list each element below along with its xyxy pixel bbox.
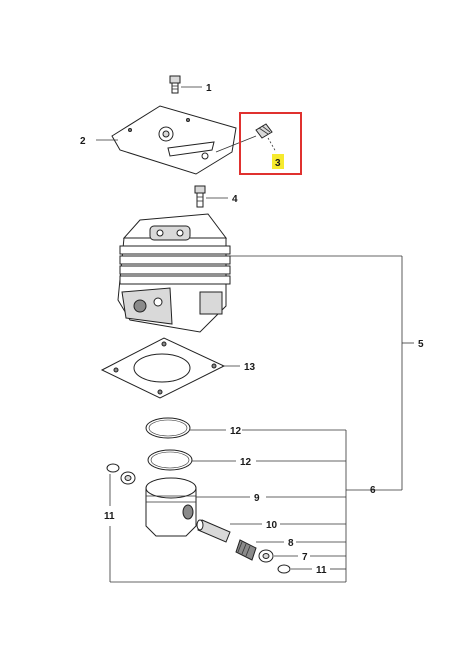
highlight-badge [272, 154, 284, 169]
callout-10: 10 [266, 520, 278, 531]
piston-ring-part-12a[interactable] [145, 417, 191, 439]
callout-1: 1 [206, 83, 212, 94]
piston-pin-part-10[interactable] [196, 519, 231, 543]
cylinder-part-5[interactable] [117, 213, 231, 333]
callout-7: 7 [302, 552, 308, 563]
callout-4: 4 [232, 194, 238, 205]
callout-5: 5 [418, 339, 424, 350]
wrist-pin-retainer[interactable] [120, 471, 136, 485]
circlip-part-11-left[interactable] [106, 463, 120, 473]
callout-11a: 11 [104, 511, 115, 522]
gasket-part-13[interactable] [100, 337, 226, 399]
circlip-part-11-right[interactable] [277, 564, 291, 574]
callout-8: 8 [288, 538, 294, 549]
leader-line-3a [215, 135, 257, 153]
callout-11b: 11 [316, 565, 327, 576]
highlight-frame [239, 112, 302, 175]
screw-part-1[interactable] [169, 75, 181, 94]
piston-part-9[interactable] [145, 477, 197, 537]
callout-13: 13 [244, 362, 256, 373]
callout-12a: 12 [230, 426, 242, 437]
callout-3: 3 [275, 158, 281, 169]
bolt-part-4[interactable] [194, 185, 206, 208]
callout-12b: 12 [240, 457, 252, 468]
leader-line-3 [267, 137, 277, 153]
callout-2: 2 [80, 136, 86, 147]
callout-9: 9 [254, 493, 260, 504]
needle-bearing-part-8[interactable] [235, 539, 257, 561]
washer-part-7[interactable] [258, 549, 274, 563]
fitting-part-3[interactable] [255, 123, 273, 139]
shield-plate-part-2[interactable] [111, 105, 237, 175]
callout-6: 6 [370, 485, 376, 496]
piston-ring-part-12b[interactable] [147, 449, 193, 471]
